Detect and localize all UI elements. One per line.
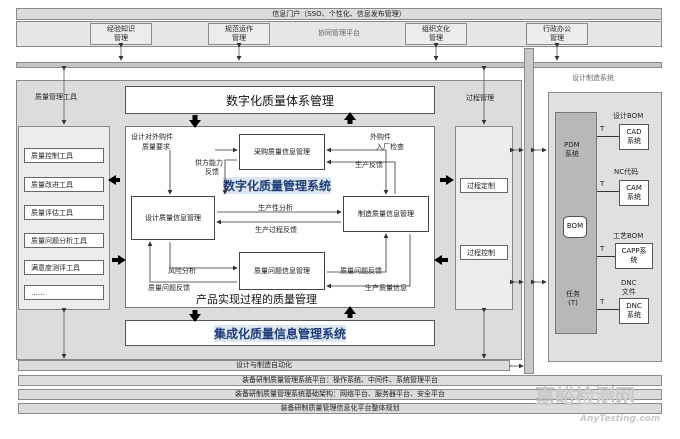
flow-process-feedback: 生产过程反馈 [255, 226, 297, 234]
right-title: 设计制造系统 [572, 74, 614, 82]
manufacture-quality-module: 制造质量信息管理 [343, 196, 429, 232]
bom-cylinder: BOM [563, 216, 587, 238]
process-customize: 过程定制 [460, 178, 508, 193]
portal-item-knowledge: 经验知识管理 [90, 23, 152, 45]
connector-line-1 [597, 136, 619, 137]
flow-problem-feedback-right: 质量问题反馈 [340, 267, 382, 275]
connector-t-4: T [600, 298, 605, 306]
automation-bar: 设计与制造自动化 [18, 360, 510, 371]
watermark-url: AnyTesting.com [580, 414, 661, 424]
flow-production-quality-info: 生产质量信息 [365, 284, 407, 292]
integrated-info-system-box: 集成化质量信息管理系统 [125, 320, 435, 346]
process-control: 过程控制 [460, 245, 508, 260]
cad-tag: 设计BOM [613, 112, 644, 120]
main-system-title: 数字化质量管理系统 [223, 177, 332, 194]
portal-item-collab-platform: 协同管理平台 [318, 29, 360, 37]
tool-problem-analysis: 质量问题分析工具 [24, 233, 104, 248]
process-title: 过程管理 [466, 94, 494, 102]
watermark-text: 嘉峪检测网 [535, 384, 635, 408]
portal-item-office: 行政办公管理 [526, 23, 588, 45]
quality-system-management-box: 数字化质量体系管理 [125, 86, 435, 114]
flow-risk-analysis: 风险分析 [168, 267, 196, 275]
flow-outsource-check-2: 入厂检查 [376, 143, 404, 151]
process-column [455, 126, 513, 310]
flow-production-feedback: 生产反馈 [355, 161, 383, 169]
connector-t-3: T [600, 245, 605, 253]
capp-system: CAPP系统 [615, 243, 653, 269]
left-title: 质量管理工具 [35, 93, 77, 101]
pdm-label: PDM 系统 [564, 141, 580, 158]
dnc-tag: DNC 文件 [621, 279, 637, 296]
task-label: 任务 (T) [566, 290, 580, 307]
cam-tag: NC代码 [614, 168, 639, 176]
capp-tag: 工艺BOM [613, 232, 644, 240]
platform-layer-2: 装备研制质量管理系统基础架构：网络平台、服务器平台、安全平台 [18, 389, 662, 400]
tool-quality-assess: 质量评估工具 [24, 205, 104, 220]
flow-design-outsource-1: 设计对外购件 [131, 133, 173, 141]
vertical-bus [524, 48, 534, 374]
purchase-quality-module: 采购质量信息管理 [239, 134, 325, 170]
flow-design-outsource-2: 质量要求 [142, 143, 170, 151]
connector-t-1: T [600, 125, 605, 133]
portal-item-culture: 组织文化管理 [405, 23, 467, 45]
flow-supply-2: 反馈 [205, 168, 219, 176]
connector-line-4 [597, 309, 619, 310]
design-quality-module: 设计质量信息管理 [131, 196, 215, 240]
flow-outsource-check-1: 外购件 [370, 133, 391, 141]
flow-supply-1: 供方能力 [195, 159, 223, 167]
problem-quality-module: 质量问题信息管理 [239, 252, 325, 290]
tool-quality-control: 质量控制工具 [24, 148, 104, 163]
tool-satisfaction: 满意度测评工具 [24, 260, 104, 275]
portal-item-norms: 规范运作管理 [208, 23, 270, 45]
platform-layer-1: 装备研制质量管理系统平台：操作系统、中间件、系统管理平台 [18, 375, 662, 386]
tool-more: …… [24, 285, 104, 300]
connector-t-2: T [600, 180, 605, 188]
bottom-caption: 产品实现过程的质量管理 [196, 291, 317, 307]
flow-manufacturability: 生产性分析 [258, 204, 293, 212]
platform-layer-3: 装备研制质量管理信息化平台整体规划 [18, 403, 662, 414]
integration-bus-bar [16, 62, 662, 68]
flow-problem-feedback-left: 质量问题反馈 [148, 284, 190, 292]
portal-title: 信息门户（SSO、个性化、信息发布管理） [272, 9, 406, 18]
portal-title-bar: 信息门户（SSO、个性化、信息发布管理） [16, 8, 662, 20]
tool-quality-improve: 质量改进工具 [24, 177, 104, 192]
connector-line-2 [597, 191, 619, 192]
connector-line-3 [597, 256, 619, 257]
